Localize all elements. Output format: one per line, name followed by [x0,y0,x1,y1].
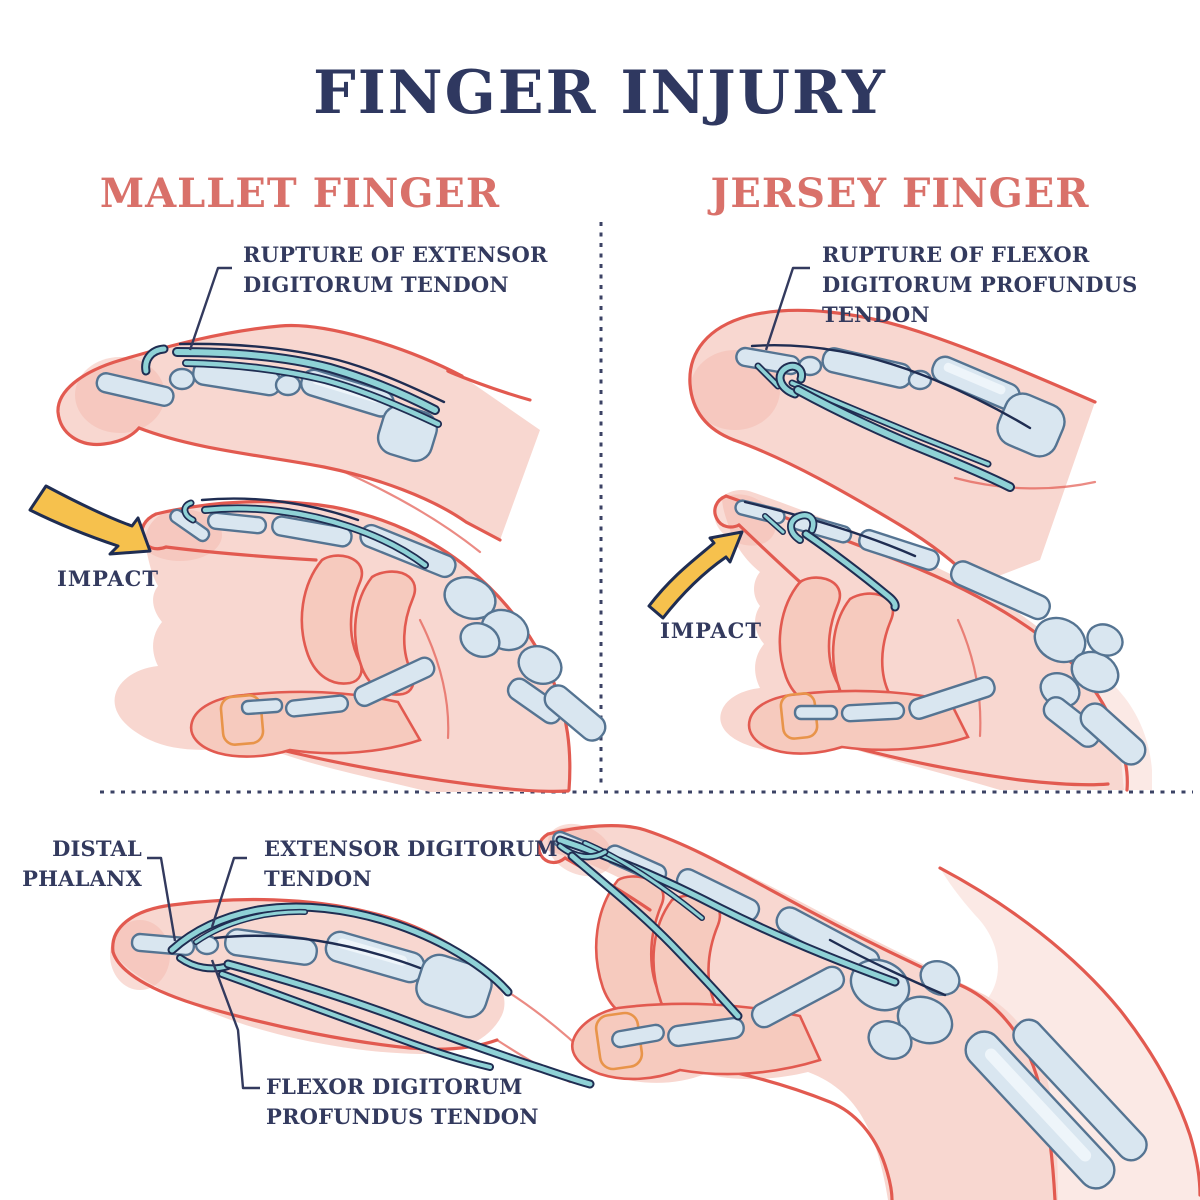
annotation-line: TENDON [264,866,372,891]
annotation-jersey-rupture: RUPTURE OF FLEXOR DIGITORUM PROFUNDUS TE… [822,240,1200,330]
annotation-line: EXTENSOR DIGITORUM [264,836,558,861]
annotation-line: DIGITORUM TENDON [243,272,509,297]
tendons [181,497,429,569]
label-distal-phalanx: DISTAL PHALANX [20,834,142,894]
mallet-finger-side-illustration [56,323,541,554]
leader-line-flexor-tendon [210,959,260,1090]
tendons [750,344,1032,492]
annotation-line: PHALANX [22,866,142,891]
label-flexor-tendon: FLEXOR DIGITORUM PROFUNDUS TENDON [266,1072,539,1132]
annotation-line: PROFUNDUS TENDON [266,1104,539,1129]
annotation-line: RUPTURE OF FLEXOR [822,242,1090,267]
leader-line-jersey-rupture [764,266,810,351]
healthy-finger-anatomy-illustration [110,897,597,1089]
leader-line-distal-phalanx [147,856,177,942]
impact-arrow-left [28,484,152,556]
section-heading-mallet: MALLET FINGER [99,170,501,217]
impact-label-mallet: IMPACT [57,566,159,591]
thumb-nail [219,694,265,746]
annotation-mallet-rupture: RUPTURE OF EXTENSOR DIGITORUM TENDON [243,240,548,300]
label-extensor-tendon: EXTENSOR DIGITORUM TENDON [264,834,558,894]
tendons [555,835,947,1021]
leader-line-mallet-rupture [188,266,232,351]
annotation-line: DISTAL [52,836,142,861]
tendons [141,342,446,428]
jersey-finger-side-illustration [688,308,1097,585]
bones [551,830,1148,1190]
impact-label-jersey: IMPACT [660,618,762,643]
page-title: FINGER INJURY [313,58,887,128]
annotation-line: DIGITORUM PROFUNDUS TENDON [822,272,1138,327]
tendons [743,500,917,612]
annotation-line: FLEXOR DIGITORUM [266,1074,523,1099]
jersey-finger-hand-illustration [713,489,1152,792]
impact-arrow-right [647,530,744,620]
bones [734,499,1147,766]
mallet-finger-hand-illustration [114,497,607,793]
leader-line-extensor-tendon [210,856,247,928]
section-heading-jersey: JERSEY FINGER [710,170,1090,217]
healthy-hand-illustration [537,823,1200,1200]
annotation-line: RUPTURE OF EXTENSOR [243,242,548,267]
